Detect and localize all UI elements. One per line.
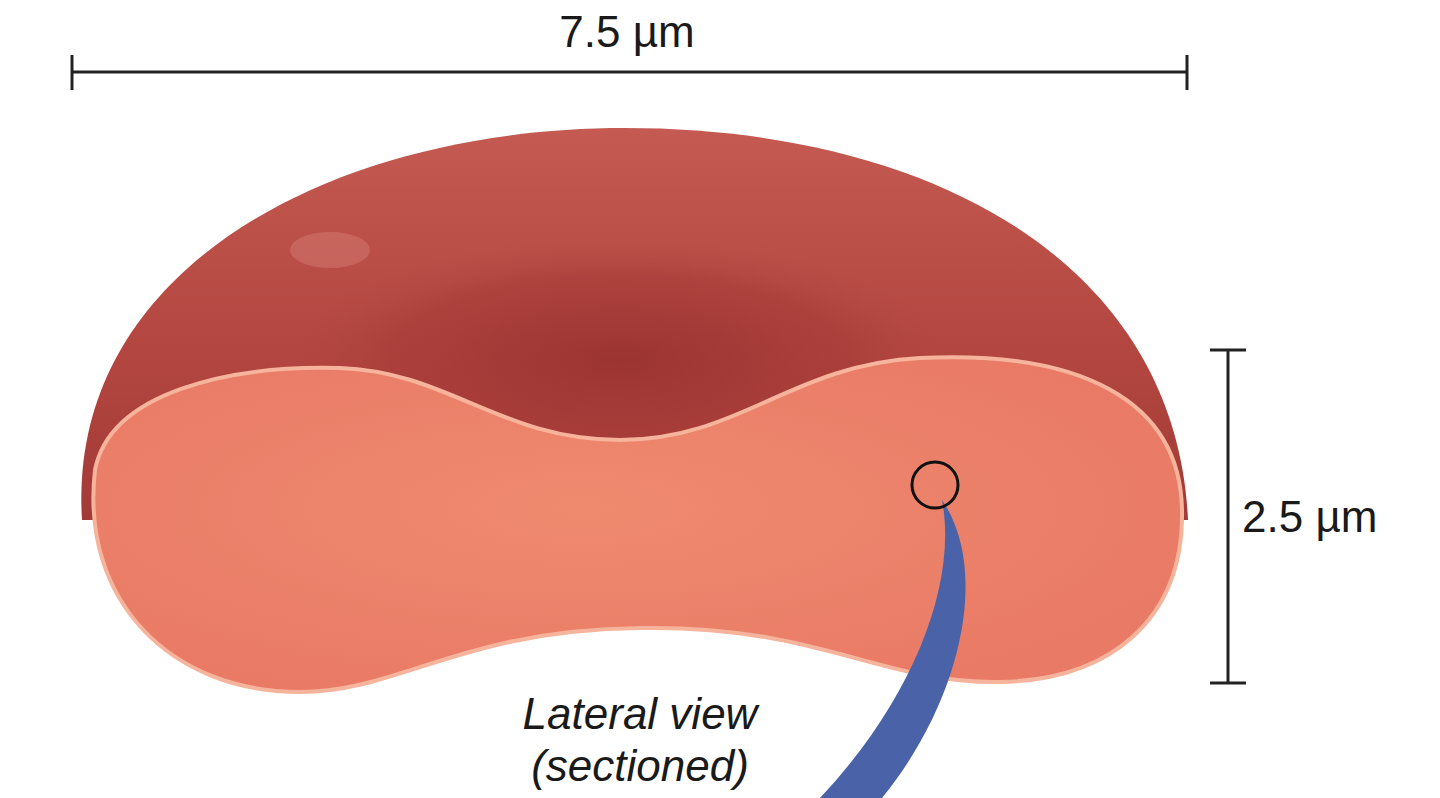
pointer	[820, 500, 966, 798]
cell-section	[93, 357, 1182, 692]
callout-circle	[912, 462, 958, 508]
dimension-bar	[72, 55, 1187, 90]
dimension-label: 2.5 µm	[1242, 491, 1377, 543]
view-caption: Lateral view (sectioned)	[470, 688, 810, 792]
dimension-label: 7.5 µm	[559, 6, 694, 58]
cell-highlight	[290, 232, 370, 268]
dimension-bar	[1210, 350, 1246, 683]
